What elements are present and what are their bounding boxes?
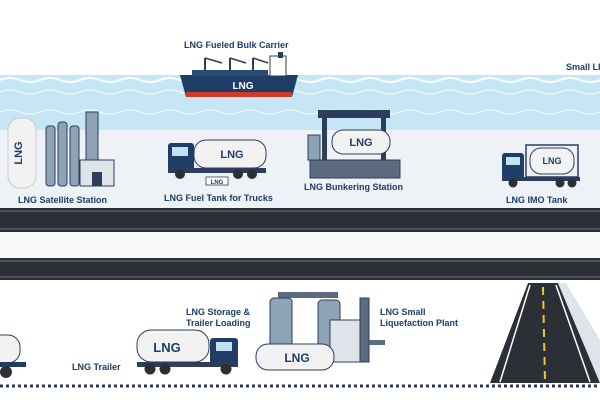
fuel-tank-truck: LNG LNG xyxy=(168,139,267,186)
imo-wheel-2 xyxy=(555,178,565,188)
liquefaction-plant: LNG xyxy=(255,292,385,371)
plant-building xyxy=(329,319,361,363)
wave-line xyxy=(0,77,600,83)
label-small-lng: Small LI xyxy=(566,62,600,72)
trailer-chassis xyxy=(0,362,26,367)
lng-trailer xyxy=(0,334,26,378)
ship-crane-2-boom xyxy=(229,57,247,64)
imo-tank xyxy=(529,147,575,175)
label-satellite: LNG Satellite Station xyxy=(18,195,108,205)
ship-deck xyxy=(192,70,268,76)
truck-plate xyxy=(205,176,229,186)
label-carrier: LNG Fueled Bulk Carrier xyxy=(184,40,289,50)
storage-chassis xyxy=(137,362,238,367)
satellite-vertical-tank xyxy=(7,117,37,189)
imo-cab-window xyxy=(506,157,520,165)
ship-lng-text: LNG xyxy=(232,81,253,92)
ship-crane-3-boom xyxy=(252,57,269,64)
imo-wheel-1 xyxy=(508,178,518,188)
label-bunkering: LNG Bunkering Station xyxy=(304,182,403,192)
plant-tank xyxy=(255,343,335,371)
imo-chassis xyxy=(502,177,580,181)
imo-tank-truck: LNG xyxy=(502,144,580,188)
middle-band xyxy=(0,232,600,258)
label-imo-tank: LNG IMO Tank xyxy=(506,195,568,205)
ship-hull xyxy=(180,75,298,97)
lower-road xyxy=(0,258,600,280)
imo-tank-text: LNG xyxy=(543,156,562,166)
storage-wheel-1 xyxy=(144,363,156,375)
ship-crane-1-boom xyxy=(204,57,223,64)
truck-tank-text: LNG xyxy=(220,149,243,161)
bunkering-tank-text: LNG xyxy=(349,137,372,149)
road-lane-left xyxy=(499,284,531,383)
imo-cab xyxy=(502,153,524,179)
ship-funnel xyxy=(278,52,283,58)
satellite-station: LNG xyxy=(7,111,115,189)
bunkering-base xyxy=(309,159,401,179)
plant-tank-text: LNG xyxy=(284,351,309,365)
ship-bridge xyxy=(269,55,287,77)
trailer-tank xyxy=(0,334,21,364)
road-lane-right xyxy=(555,284,591,383)
plant-pipe-side xyxy=(369,340,385,345)
perspective-road xyxy=(490,283,600,383)
satellite-cylinder-1 xyxy=(45,125,56,187)
bunkering-tank xyxy=(331,129,391,155)
storage-cab-window xyxy=(216,342,232,351)
upper-road xyxy=(0,208,600,232)
storage-tank-text: LNG xyxy=(153,340,180,355)
satellite-cylinder-2 xyxy=(57,121,68,187)
label-trailer: LNG Trailer xyxy=(72,362,121,372)
satellite-tank-text: LNG xyxy=(13,141,25,164)
bunkering-station: LNG xyxy=(307,110,401,179)
satellite-building-door xyxy=(92,172,102,186)
plant-pipe-top xyxy=(278,292,338,298)
wave-line-3 xyxy=(0,109,600,115)
bulk-carrier: LNG xyxy=(180,52,298,97)
label-storage-loading: LNG Storage & Trailer Loading xyxy=(186,307,251,328)
wave-line-2 xyxy=(0,89,600,95)
storage-wheel-2 xyxy=(159,363,171,375)
truck-plate-text: LNG xyxy=(211,180,224,186)
trailer-wheel xyxy=(0,366,12,378)
perspective-road-right xyxy=(558,283,600,383)
label-fuel-tank-trucks: LNG Fuel Tank for Trucks xyxy=(164,193,273,203)
road-center-line xyxy=(542,286,546,383)
plant-chimney xyxy=(359,297,370,363)
label-small-liquefaction: LNG Small Liquefaction Plant xyxy=(380,307,459,328)
ship-hull-stripe xyxy=(186,92,292,97)
bunkering-frame xyxy=(318,110,390,118)
bunkering-dispenser xyxy=(307,134,321,161)
imo-wheel-3 xyxy=(567,178,577,188)
bunkering-post-left xyxy=(322,118,327,178)
sky xyxy=(0,0,600,75)
storage-loading-truck: LNG xyxy=(136,329,238,375)
satellite-cylinder-3 xyxy=(69,125,80,187)
truck-wheel-3 xyxy=(247,169,257,179)
truck-wheel-2 xyxy=(233,169,243,179)
sea xyxy=(0,75,600,130)
truck-wheel-1 xyxy=(175,169,185,179)
truck-cab-window xyxy=(172,147,188,156)
storage-wheel-3 xyxy=(220,363,232,375)
truck-chassis xyxy=(168,168,266,173)
